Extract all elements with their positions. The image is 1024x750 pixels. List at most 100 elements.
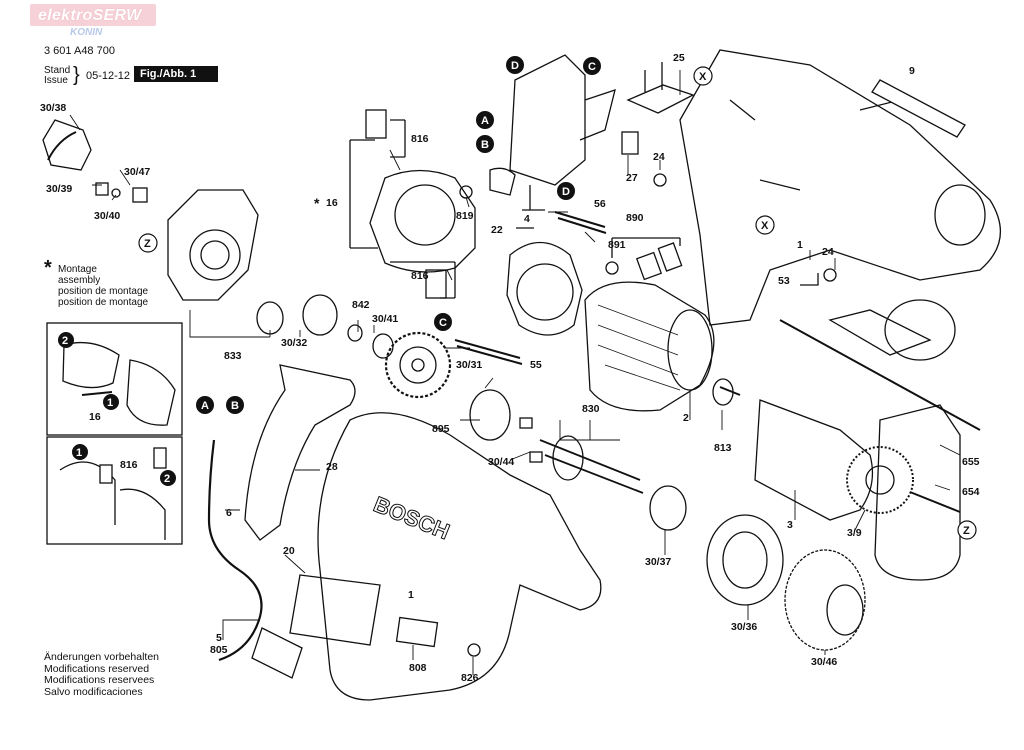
inset-brush-ring-icon: [126, 359, 176, 426]
ring-895: [469, 389, 511, 441]
label-53: 53: [778, 275, 790, 287]
marker-1-inset1: 1: [107, 397, 113, 409]
label-891: 891: [608, 239, 626, 251]
spring-30-41: [372, 333, 394, 359]
marker-c-mid: C: [439, 317, 447, 329]
label-805: 805: [210, 644, 228, 656]
marker-b-wire: B: [231, 400, 239, 412]
gear-housing-9: [679, 49, 1002, 326]
bearing-833: [256, 301, 284, 335]
stator-holder: [506, 242, 583, 336]
label-819: 819: [456, 210, 474, 222]
field-stator-2: [584, 281, 715, 412]
part-30-39: [95, 182, 109, 196]
handle-28: [244, 364, 356, 541]
label-808: [395, 616, 439, 648]
label-816-bottom: 816: [411, 270, 429, 282]
label-890: 890: [626, 212, 644, 224]
note-es: Salvo modificaciones: [44, 685, 143, 698]
armature-3: [754, 399, 874, 521]
marker-x-top: X: [699, 71, 707, 83]
aux-handle-654: [874, 404, 961, 581]
label-1-housing: 1: [797, 239, 803, 251]
label-30-40: 30/40: [94, 210, 121, 222]
spindle-830: [539, 439, 644, 494]
brush-816-bottom: [425, 269, 447, 299]
legend-line-4: position de montage: [58, 297, 149, 308]
part-53: [800, 273, 819, 286]
brush-890: [635, 251, 663, 281]
label-30-47: 30/47: [124, 166, 151, 178]
marker-1-inset2: 1: [76, 447, 82, 459]
marker-d-top: D: [511, 60, 519, 72]
label-56: 56: [594, 198, 606, 210]
ring-24-a: [653, 173, 667, 187]
label-30-46: 30/46: [811, 656, 838, 668]
label-30-36: 30/36: [731, 621, 758, 633]
label-22: 22: [491, 224, 503, 236]
label-24-a: 24: [653, 151, 665, 163]
stand-label: Stand: [44, 65, 71, 76]
label-895: 895: [432, 423, 450, 435]
marker-2-inset2: 2: [164, 473, 170, 485]
marker-c-top: C: [588, 61, 596, 73]
label-4: 4: [524, 213, 530, 225]
legend-line-2: assembly: [58, 275, 101, 286]
label-30-38: 30/38: [40, 102, 67, 114]
inset-brush-plate-icon: [62, 341, 120, 389]
label-3: 3: [787, 519, 793, 531]
label-5: 5: [216, 632, 222, 644]
label-30-44: 30/44: [488, 456, 515, 468]
label-813: 813: [714, 442, 732, 454]
fan-cover: [167, 189, 259, 301]
cable-6: [207, 439, 263, 662]
label-24-b: 24: [822, 246, 834, 258]
watermark-subtitle: KONIN: [70, 27, 103, 38]
note-de: Änderungen vorbehalten: [44, 651, 160, 663]
issue-date: 05-12-12: [86, 70, 131, 82]
figure-label-text: Fig./Abb. 1: [140, 68, 197, 80]
label-30-32: 30/32: [281, 337, 308, 349]
switch-lever: [42, 119, 92, 171]
inset-box-brush-fit: [46, 436, 183, 545]
marker-d-mid: D: [562, 186, 570, 198]
brace-glyph: }: [73, 64, 80, 86]
part-27: [621, 131, 639, 155]
label-808: 808: [409, 662, 427, 674]
gear-ring-30-36: [706, 514, 784, 606]
switch-block-4: [509, 54, 586, 186]
marker-z-fan: Z: [144, 238, 151, 250]
issue-label: Issue: [44, 75, 68, 86]
label-30-41: 30/41: [372, 313, 399, 325]
ball-30-44-b: [529, 451, 543, 463]
leader-lines: [69, 70, 961, 675]
label-655: 655: [962, 456, 980, 468]
part-30-47: [132, 187, 148, 203]
clip-55: [454, 339, 523, 365]
label-654: 654: [962, 486, 980, 498]
label-9: [871, 79, 966, 138]
label-20: 20: [283, 545, 295, 557]
watermark-logo: elektroSERW: [30, 4, 156, 26]
modification-notes: Änderungen vorbehalten Modifications res…: [44, 651, 160, 698]
bosch-brand-mark: BOSCH: [370, 491, 453, 544]
marker-z-armature: Z: [963, 525, 970, 537]
nut-30-32: [302, 294, 338, 336]
marker-a-switch: A: [481, 115, 489, 127]
legend-line-1: Montage: [58, 264, 97, 275]
brush-plate-16: [369, 169, 476, 273]
label-826: 826: [461, 672, 479, 684]
label-20: [289, 574, 381, 646]
label-816-inset: 816: [120, 459, 138, 471]
label-16-inset: 16: [89, 411, 101, 423]
part-25: [626, 62, 695, 114]
marker-2-inset1: 2: [62, 335, 68, 347]
brush-816-top: [365, 109, 387, 139]
doc-number: 3 601 A48 700: [44, 45, 115, 57]
label-9: 9: [909, 65, 915, 77]
label-25: 25: [673, 52, 685, 64]
note-fr: Modifications reservees: [44, 674, 155, 686]
label-55: 55: [530, 359, 542, 371]
